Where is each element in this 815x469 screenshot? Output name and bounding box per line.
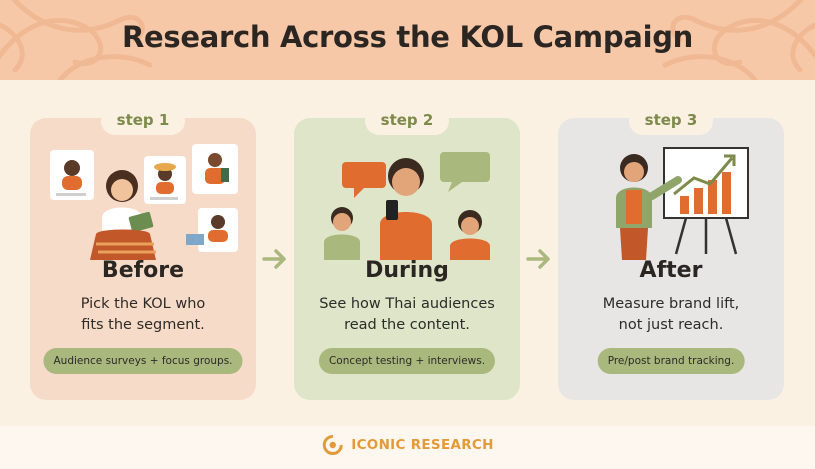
step-card-before: step 1 Before Pick the KOL who fits the … (30, 107, 256, 400)
method-badge: Pre/post brand tracking. (597, 348, 745, 374)
brand: ICONIC RESEARCH (321, 434, 493, 456)
desc-line: Pick the KOL who (80, 296, 206, 312)
audience-conversation-illustration-icon (324, 152, 490, 260)
desc-line: read the content. (344, 317, 470, 333)
step-description: Measure brand lift, not just reach. (566, 294, 776, 336)
page-footer: ICONIC RESEARCH (0, 426, 815, 469)
step-label: step 2 (365, 107, 449, 135)
step-label: step 1 (101, 107, 185, 135)
desc-line: not just reach. (618, 317, 724, 333)
step-card-after: step 3 After Measure brand lift, not jus… (558, 107, 784, 400)
step-card-during: step 2 During See how Thai audiences rea… (294, 107, 520, 400)
method-badge: Concept testing + interviews. (318, 348, 496, 374)
growth-chart-presentation-illustration-icon (616, 147, 749, 260)
step-description: Pick the KOL who fits the segment. (38, 294, 248, 336)
thai-ornament-right-icon (662, 0, 815, 80)
thai-ornament-left-icon (0, 0, 153, 80)
kol-profiles-illustration-icon (50, 144, 238, 260)
arrow-right-icon (526, 249, 550, 269)
brand-name: ICONIC RESEARCH (351, 437, 494, 453)
phase-title: Before (101, 258, 185, 283)
desc-line: Measure brand lift, (602, 296, 740, 312)
method-badge: Audience surveys + focus groups. (43, 348, 243, 374)
desc-line: See how Thai audiences (319, 296, 495, 312)
page-title: Research Across the KOL Campaign (121, 20, 694, 54)
step-description: See how Thai audiences read the content. (302, 294, 512, 336)
iconic-research-logo-icon (322, 435, 343, 455)
desc-line: fits the segment. (81, 317, 205, 333)
phase-title: During (365, 258, 449, 283)
page-header: Research Across the KOL Campaign (0, 0, 815, 80)
arrow-right-icon (262, 249, 286, 269)
phase-title: After (639, 258, 703, 283)
step-label: step 3 (629, 107, 713, 135)
